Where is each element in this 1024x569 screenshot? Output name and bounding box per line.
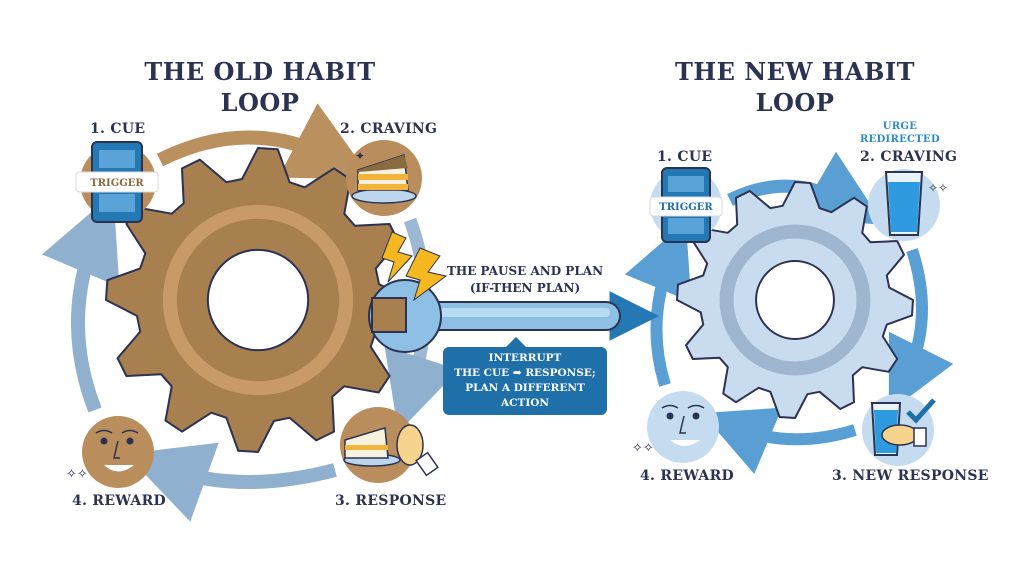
gear-ring bbox=[719, 224, 871, 376]
trigger-badge: TRIGGER bbox=[90, 178, 144, 189]
water-glass-icon: ✧✧ bbox=[868, 169, 948, 241]
new-arrow-response-to-reward bbox=[701, 407, 857, 475]
urge-redirected-note: URGE REDIRECTED bbox=[855, 120, 945, 146]
new-title-line1: THE NEW HABIT bbox=[675, 57, 915, 86]
old-title-line1: THE OLD HABIT bbox=[144, 57, 376, 86]
old-cue-icon: TRIGGER bbox=[75, 141, 159, 223]
svg-text:✧✧: ✧✧ bbox=[632, 441, 654, 456]
callout-line3: PLAN A DIFFERENT ACTION bbox=[465, 382, 585, 409]
callout-response: RESPONSE; bbox=[525, 367, 596, 379]
new-arrow-craving-to-response bbox=[888, 248, 954, 413]
right-arrow-icon: ➡ bbox=[512, 367, 522, 379]
wrench-icon bbox=[368, 279, 660, 353]
trigger-badge: TRIGGER bbox=[659, 202, 713, 213]
cake-icon: ✦ bbox=[346, 140, 422, 216]
new-reward-label: 4. REWARD bbox=[640, 468, 734, 484]
old-cue-label: 1. CUE bbox=[90, 121, 146, 137]
old-title-line2: LOOP bbox=[220, 88, 300, 117]
pause-and-plan-title: THE PAUSE AND PLAN (IF-THEN PLAN) bbox=[445, 263, 605, 297]
old-reward-label: 4. REWARD bbox=[72, 493, 166, 509]
old-arrow-reward-to-cue bbox=[42, 193, 120, 413]
old-response-label: 3. RESPONSE bbox=[335, 493, 447, 509]
cake-hand-icon bbox=[340, 407, 439, 483]
old-loop-title: THE OLD HABIT LOOP bbox=[110, 56, 410, 118]
new-response-label: 3. NEW RESPONSE bbox=[832, 468, 989, 484]
old-arrow-response-to-reward bbox=[125, 442, 337, 522]
hand-glass-check-icon bbox=[862, 394, 936, 466]
note-line2: REDIRECTED bbox=[860, 134, 940, 145]
lightning-icon bbox=[381, 231, 448, 302]
svg-text:✦: ✦ bbox=[355, 149, 365, 163]
callout-cue: THE CUE bbox=[454, 367, 510, 379]
old-gear-icon bbox=[105, 147, 411, 453]
new-cue-icon: TRIGGER bbox=[649, 167, 723, 243]
note-line1: URGE bbox=[882, 121, 918, 132]
gear-hole bbox=[206, 248, 310, 352]
new-craving-label: 2. CRAVING bbox=[860, 149, 958, 165]
new-arrow-reward-to-cue bbox=[624, 221, 692, 387]
new-title-line2: LOOP bbox=[755, 88, 835, 117]
old-arrow-cue-to-craving bbox=[156, 103, 373, 180]
smiling-face-icon: ✧✧ bbox=[66, 416, 154, 488]
old-craving-label: 2. CRAVING bbox=[340, 121, 438, 137]
gear-hole bbox=[755, 260, 835, 340]
new-loop-title: THE NEW HABIT LOOP bbox=[645, 56, 945, 118]
svg-text:✧✧: ✧✧ bbox=[66, 467, 88, 482]
svg-text:✧✧: ✧✧ bbox=[928, 181, 948, 195]
new-gear-icon bbox=[676, 181, 914, 419]
gear-ring bbox=[162, 204, 354, 396]
callout-line1: INTERRUPT bbox=[488, 352, 562, 364]
pause-line2: (IF-THEN PLAN) bbox=[469, 281, 581, 295]
pause-line1: THE PAUSE AND PLAN bbox=[446, 264, 604, 278]
smiling-face-icon: ✧✧ bbox=[632, 391, 719, 463]
interrupt-callout: INTERRUPT THE CUE ➡ RESPONSE; PLAN A DIF… bbox=[443, 337, 607, 415]
new-cue-label: 1. CUE bbox=[657, 149, 713, 165]
callout-line2: THE CUE ➡ RESPONSE; bbox=[443, 366, 607, 381]
